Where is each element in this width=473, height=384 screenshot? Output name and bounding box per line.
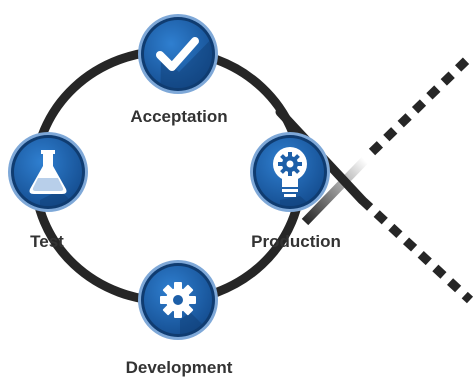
stage-label-production: Production	[251, 232, 341, 251]
lightbulb-gear-icon	[273, 147, 307, 197]
flask-icon	[29, 150, 67, 194]
stage-label-development: Development	[126, 358, 233, 377]
stage-node-development	[138, 260, 218, 340]
stage-label-test: Test	[30, 232, 64, 251]
stage-node-acceptation	[138, 14, 218, 94]
stage-label-acceptation: Acceptation	[130, 107, 227, 126]
stage-node-test	[8, 132, 88, 212]
gear-icon	[160, 282, 196, 318]
stage-node-production	[250, 132, 330, 212]
checkmark-icon	[156, 37, 199, 71]
outgoing-path-dashed	[368, 51, 473, 156]
exit-path-dashed	[358, 196, 473, 304]
outgoing-path-fade	[301, 156, 369, 226]
